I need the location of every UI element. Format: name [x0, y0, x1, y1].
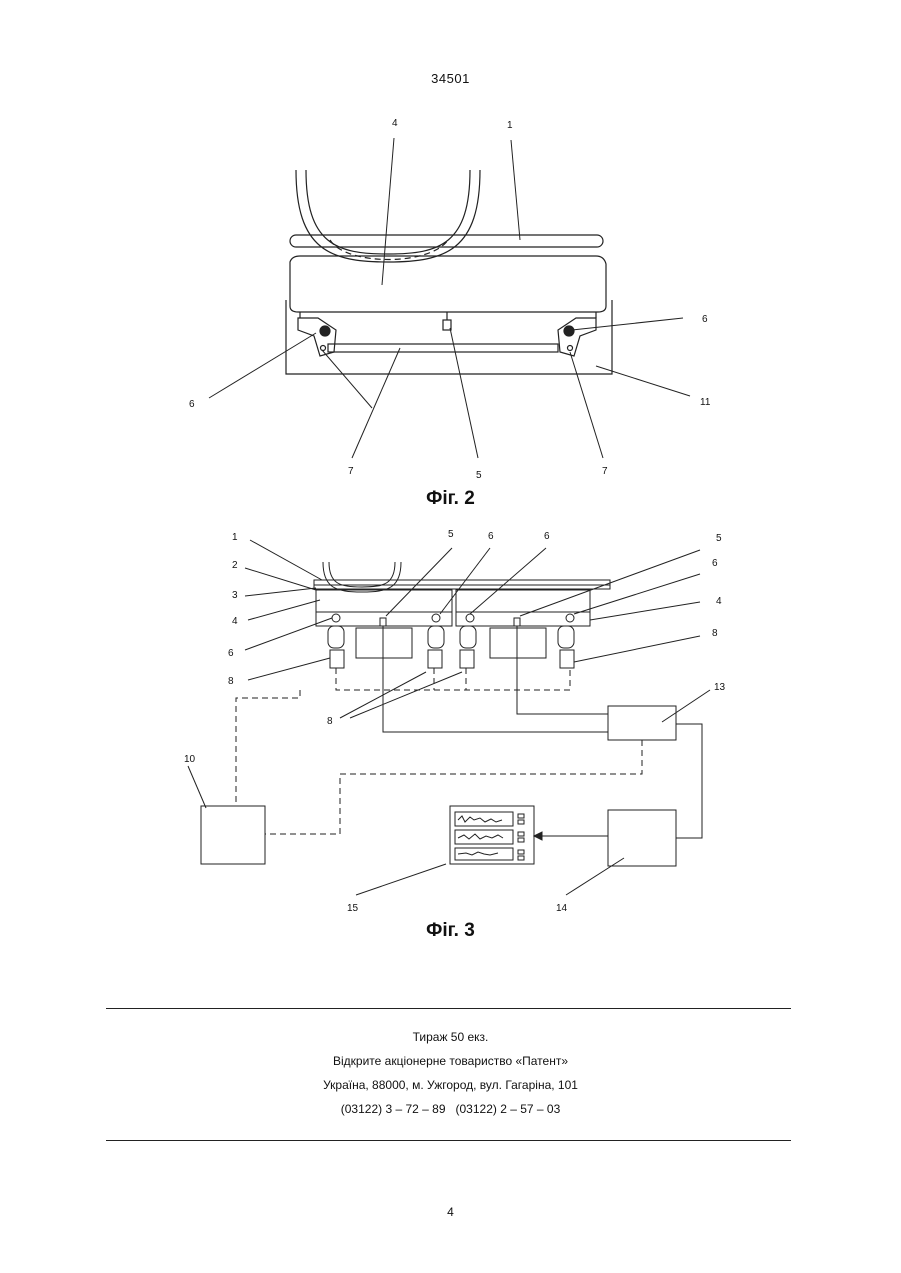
address-text: Україна, 88000, м. Ужгород, вул. Гагарін… [0, 1078, 901, 1092]
fig3-label-2: 2 [232, 560, 238, 571]
fig2-label-5: 5 [476, 470, 482, 481]
fig3-label-14: 14 [556, 903, 568, 914]
figure-3-caption: Фіг. 3 [0, 920, 901, 942]
fig2-label-6-right: 6 [702, 314, 708, 325]
fig3-label-5-top-right: 5 [716, 533, 722, 544]
fig3-label-15: 15 [347, 903, 359, 914]
page-number: 4 [0, 1205, 901, 1219]
fig3-label-4-left: 4 [232, 616, 238, 627]
circulation-text: Тираж 50 екз. [0, 1030, 901, 1044]
fig3-label-5-top-left: 5 [448, 529, 454, 540]
fig3-label-3: 3 [232, 590, 238, 601]
fig2-label-6-left: 6 [189, 399, 195, 410]
fig3-label-8-left: 8 [228, 676, 234, 687]
fig3-label-6-right: 6 [712, 558, 718, 569]
fig3-label-8-right: 8 [712, 628, 718, 639]
publisher-text: Відкрите акціонерне товариство «Патент» [0, 1054, 901, 1068]
fig3-label-6-top-b: 6 [544, 531, 550, 542]
footer-divider-bottom [106, 1140, 791, 1141]
fig3-label-13: 13 [714, 682, 726, 693]
fig2-label-7-right: 7 [602, 466, 608, 477]
fig3-label-8-center: 8 [327, 716, 333, 727]
phones-text: (03122) 3 – 72 – 89 (03122) 2 – 57 – 03 [0, 1102, 901, 1116]
figure-2-drawing: 4 1 6 6 11 7 5 7 [0, 0, 901, 500]
fig2-label-1: 1 [507, 120, 513, 131]
figure-2-caption: Фіг. 2 [0, 488, 901, 510]
fig2-label-7-left: 7 [348, 466, 354, 477]
fig3-label-6-top-a: 6 [488, 531, 494, 542]
fig3-label-10: 10 [184, 754, 196, 765]
figure-3-drawing: 1 2 3 4 6 8 5 6 6 5 6 4 8 8 13 10 15 14 [0, 510, 901, 920]
fig3-label-4-right: 4 [716, 596, 722, 607]
footer-divider-top [106, 1008, 791, 1009]
fig2-label-11: 11 [700, 397, 711, 408]
fig3-label-6-left: 6 [228, 648, 234, 659]
fig3-label-1: 1 [232, 532, 238, 543]
fig2-label-4: 4 [392, 118, 398, 129]
